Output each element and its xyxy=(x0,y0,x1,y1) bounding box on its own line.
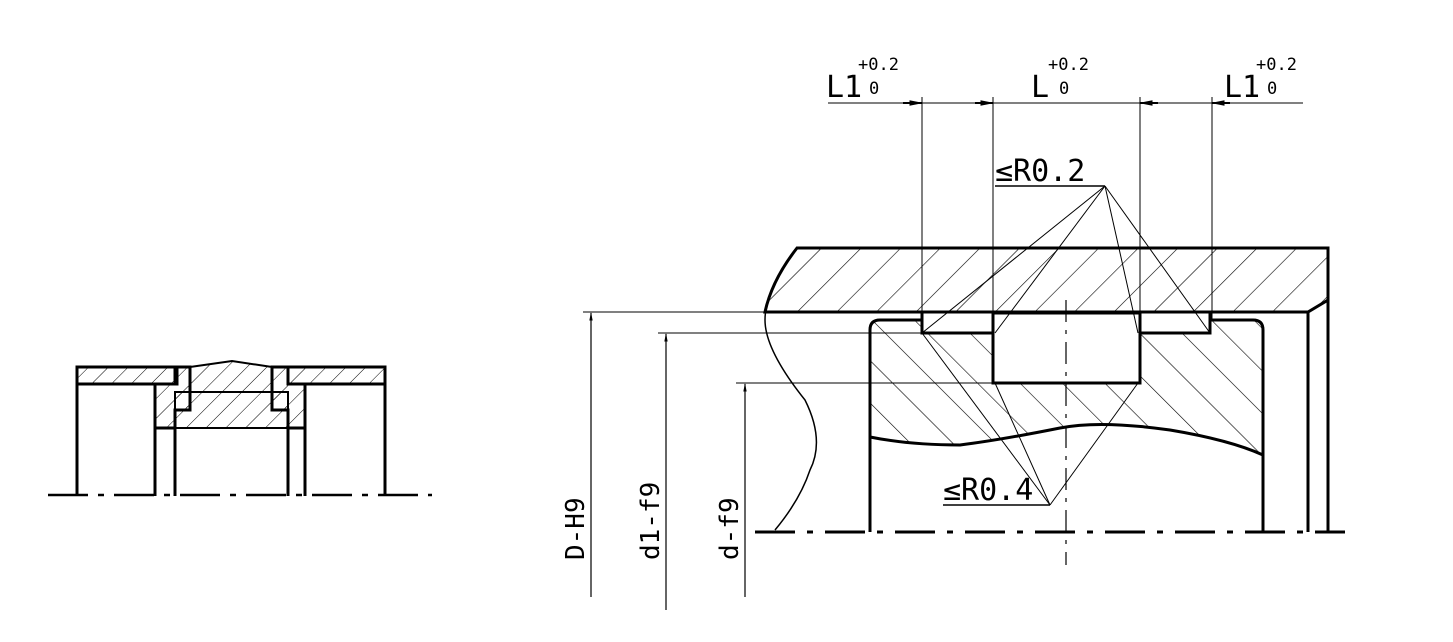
housing-section xyxy=(763,246,1330,314)
dim-tol-lower-L: 0 xyxy=(1059,79,1069,99)
dim-label-d: d-f9 xyxy=(715,497,745,560)
note-radius-outer: ≤R0.2 xyxy=(995,154,1085,189)
detail-view xyxy=(583,97,1345,610)
dim-tol-upper-L1-left: +0.2 xyxy=(858,55,899,75)
dimension-labels: L1 +0.2 0 L +0.2 0 L1 +0.2 0 ≤R0.2 ≤R0.4… xyxy=(561,55,1297,560)
dim-label-L1-left: L1 xyxy=(826,70,862,105)
dim-label-L1-right: L1 xyxy=(1224,70,1260,105)
housing-band-right xyxy=(286,365,387,386)
dim-label-L: L xyxy=(1031,70,1049,105)
dim-label-D: D-H9 xyxy=(561,497,591,560)
note-radius-inner: ≤R0.4 xyxy=(943,473,1033,508)
housing-band-center xyxy=(189,359,273,393)
dim-tol-upper-L: +0.2 xyxy=(1048,55,1089,75)
dim-tol-lower-L1-left: 0 xyxy=(869,79,879,99)
break-line xyxy=(764,247,818,531)
housing-band-left xyxy=(75,365,179,386)
dim-tol-lower-L1-right: 0 xyxy=(1267,79,1277,99)
seal-body xyxy=(174,391,289,429)
small-assembly-view xyxy=(48,359,432,497)
dim-tol-upper-L1-right: +0.2 xyxy=(1256,55,1297,75)
dim-label-d1: d1-f9 xyxy=(636,482,666,560)
